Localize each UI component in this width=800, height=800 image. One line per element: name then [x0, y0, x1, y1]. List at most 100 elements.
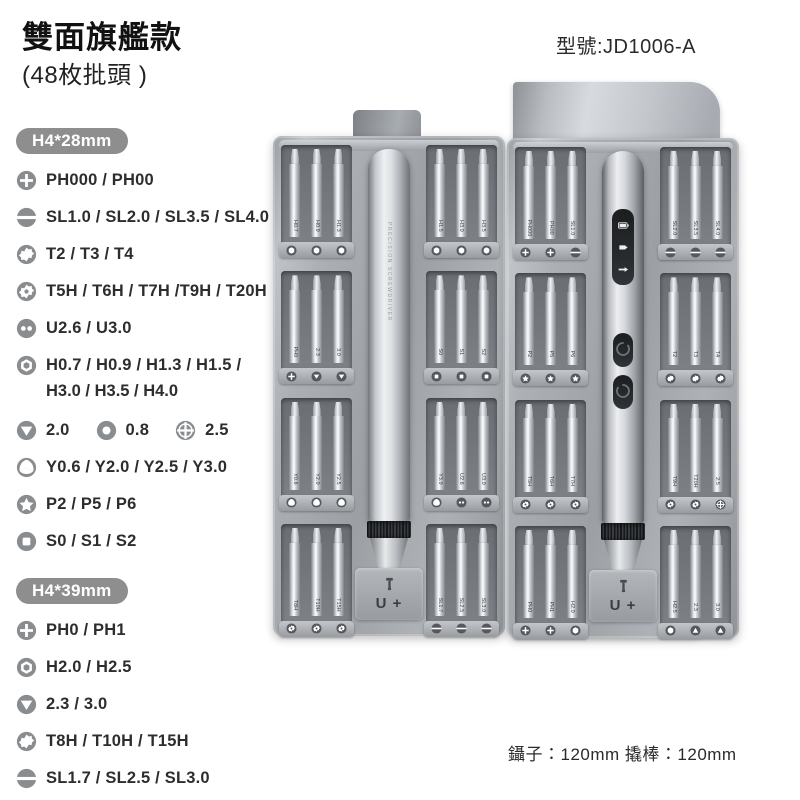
- bit-label: 2.3: [692, 603, 699, 611]
- torx-icon: [665, 373, 676, 384]
- bit-holder-bar: [657, 370, 733, 387]
- spec-text: SL1.0 / SL2.0 / SL3.5 / SL4.0: [46, 207, 270, 226]
- torx-security-icon: [311, 623, 322, 635]
- slotted-icon: [570, 246, 581, 258]
- phillips-icon: [520, 246, 531, 258]
- bit: T8H: [286, 527, 303, 616]
- bit: Y2.5: [330, 401, 347, 490]
- bit: T5H: [520, 403, 537, 492]
- page-title: 雙面旗艦款: [22, 20, 182, 55]
- slotted-icon: [665, 246, 676, 258]
- driver-collar: [370, 538, 408, 572]
- bit-label: SL4.0: [714, 220, 721, 236]
- bit-holder-bar: [657, 496, 733, 513]
- bit: H3.0: [453, 149, 470, 237]
- bit-label: SL2.0: [670, 220, 677, 236]
- bit: 2.3: [308, 275, 325, 364]
- slotted-icon: [715, 246, 726, 258]
- bit-label: T9H: [670, 475, 677, 486]
- bit: H1.3: [330, 149, 347, 237]
- bit-group: Y0.6 Y2.0 Y2.5: [279, 397, 355, 511]
- bit-label: T15H: [335, 598, 342, 612]
- spec-text: 2.0: [46, 420, 70, 439]
- bit-label: Y0.6: [291, 472, 298, 485]
- bit-label: H2.5: [670, 601, 677, 613]
- bit-group: SL1.7 SL2.5 SL3.0: [423, 523, 499, 637]
- torx-icon: [16, 244, 37, 264]
- spec-text: P2 / P5 / P6: [46, 494, 137, 513]
- spec-text: H2.0 / H2.5: [46, 657, 132, 676]
- bit-label: SL2.5: [458, 597, 465, 613]
- bit-label: T6H: [547, 475, 554, 486]
- torx-security-icon: [336, 623, 347, 635]
- bit: 2.3: [687, 529, 704, 618]
- bit-label: H1.5: [436, 220, 443, 232]
- bit-group: PH000 PH00 SL1.0: [513, 147, 589, 260]
- bit: H2.5: [665, 529, 682, 618]
- bit: S0: [431, 275, 448, 364]
- bit: T3: [687, 277, 704, 366]
- bit: SL1.0: [564, 151, 581, 239]
- bit: SL2.0: [665, 151, 682, 239]
- tri-wing-icon: [16, 457, 37, 477]
- bit: T15H: [330, 527, 347, 616]
- bit-case-left: H0.7 H0.9 H1.3 PH0 2.3 3.0: [273, 136, 505, 637]
- bit: SL1.7: [431, 527, 448, 616]
- phillips-icon: [545, 246, 556, 258]
- driver-knurl: [367, 521, 411, 538]
- bit-label: H1.3: [335, 220, 342, 232]
- spec-row-slotted-39: SL1.7 / SL2.5 / SL3.0: [16, 766, 210, 790]
- bit-label: T5H: [525, 475, 532, 486]
- spec-text: S0 / S1 / S2: [46, 531, 137, 550]
- hex-icon: [665, 625, 676, 637]
- size-badge-39mm: H4*39mm: [16, 578, 128, 604]
- spec-text: PH0 / PH1: [46, 620, 126, 639]
- brand-plate-right: U +: [589, 570, 657, 622]
- right-case-left-column: PH000 PH00 SL1.0 P2 P5 P6: [513, 147, 589, 639]
- hex-icon: [481, 244, 492, 256]
- screwdriver-icon: [385, 577, 393, 591]
- bit-holder-bar: [279, 368, 355, 385]
- bit-label: PH0: [525, 601, 532, 613]
- direction-arrow-icon: [618, 266, 628, 272]
- bit-group: PH0 PH1 H2.0: [513, 525, 589, 639]
- bit-label: H0.9: [313, 220, 320, 232]
- bit: PH0: [286, 275, 303, 364]
- bit-label: T4: [714, 351, 721, 358]
- reverse-button[interactable]: [613, 375, 633, 409]
- square-icon: [16, 531, 37, 551]
- torx-security-icon: [545, 499, 556, 510]
- bit: SL3.0: [475, 527, 492, 616]
- spec-row-hex-28: H0.7 / H0.9 / H1.3 / H1.5 /: [16, 353, 241, 377]
- spec-text: 2.5: [205, 420, 229, 439]
- bit-holder-bar: [423, 620, 499, 637]
- bit-holder-bar: [513, 244, 589, 260]
- torx-icon: [16, 731, 37, 751]
- bit: T10H: [308, 527, 325, 616]
- spec-row-torx-39: T8H / T10H / T15H: [16, 729, 189, 753]
- bit-label: SL3.0: [480, 597, 487, 613]
- tray-lip: [279, 140, 499, 151]
- bit-label: U2.6: [458, 472, 465, 485]
- forward-button[interactable]: [613, 333, 633, 367]
- spec-row-square: S0 / S1 / S2: [16, 529, 136, 553]
- slotted-icon: [431, 623, 442, 635]
- bit-label: P2: [525, 350, 532, 358]
- bit-group: H0.7 H0.9 H1.3: [279, 145, 355, 258]
- spec-row-u-spanner: U2.6 / U3.0: [16, 316, 132, 340]
- hex-icon: [16, 657, 37, 677]
- bit: H3.5: [475, 149, 492, 237]
- bit-group: T8H T10H T15H: [279, 523, 355, 637]
- bit-group: T9H T20H 2.5: [657, 399, 733, 513]
- spec-row-hex-39: H2.0 / H2.5: [16, 655, 132, 679]
- bit-label: 3.0: [714, 603, 721, 611]
- phillips-icon: [16, 620, 37, 640]
- hex-icon: [311, 244, 322, 256]
- bit: T20H: [687, 403, 704, 492]
- spec-text-continuation: H3.0 / H3.5 / H4.0: [46, 382, 179, 400]
- driver-body: [602, 151, 644, 523]
- square-icon: [456, 371, 467, 382]
- hex-icon: [456, 244, 467, 256]
- bit-group: T5H T6H T7H: [513, 399, 589, 513]
- slotted-icon: [16, 768, 37, 788]
